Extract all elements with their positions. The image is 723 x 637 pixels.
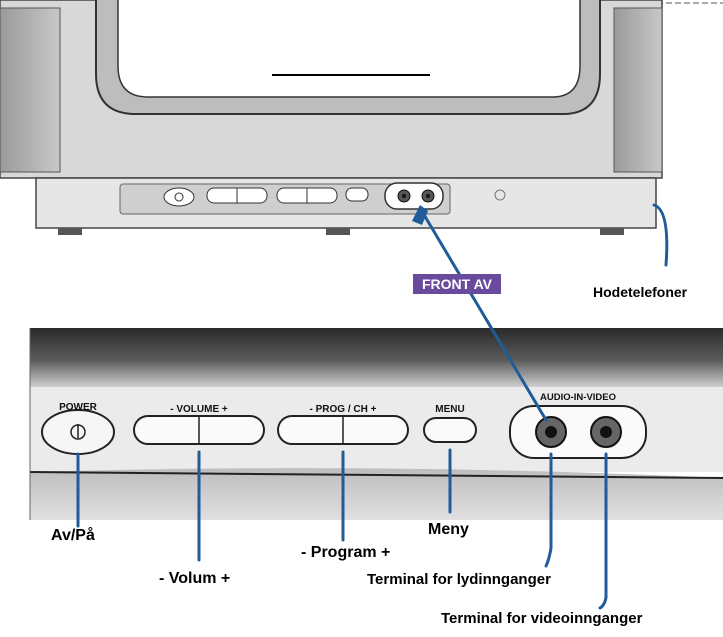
tv-front-view (0, 0, 723, 235)
volume-label: - Volum + (159, 570, 231, 587)
mini-power-button (163, 187, 195, 207)
prog-caption: - PROG / CH + (309, 404, 377, 415)
left-speaker (0, 7, 61, 173)
audio-terminal-label: Terminal for lydinnganger (367, 571, 551, 588)
control-panel-detail (29, 328, 723, 520)
leader-lines (76, 203, 669, 610)
mini-av-jacks (384, 182, 444, 210)
screen (117, 0, 581, 98)
av-caption: AUDIO-IN-VIDEO (540, 392, 616, 403)
av-input-panel (509, 405, 647, 459)
mini-headphone-jack (494, 189, 506, 201)
video-terminal-label: Terminal for videoinnganger (441, 610, 643, 627)
menu-label: Meny (428, 521, 469, 538)
headphones-label: Hodetelefoner (593, 284, 688, 300)
menu-caption: MENU (435, 404, 465, 415)
menu-button (423, 417, 477, 443)
mini-menu-button (345, 187, 369, 202)
right-speaker (613, 7, 663, 173)
program-label: - Program + (301, 544, 391, 561)
volume-caption: - VOLUME + (170, 404, 228, 415)
power-caption: POWER (59, 402, 97, 413)
power-label: Av/På (51, 527, 95, 544)
front-av-badge: FRONT AV (413, 274, 501, 294)
